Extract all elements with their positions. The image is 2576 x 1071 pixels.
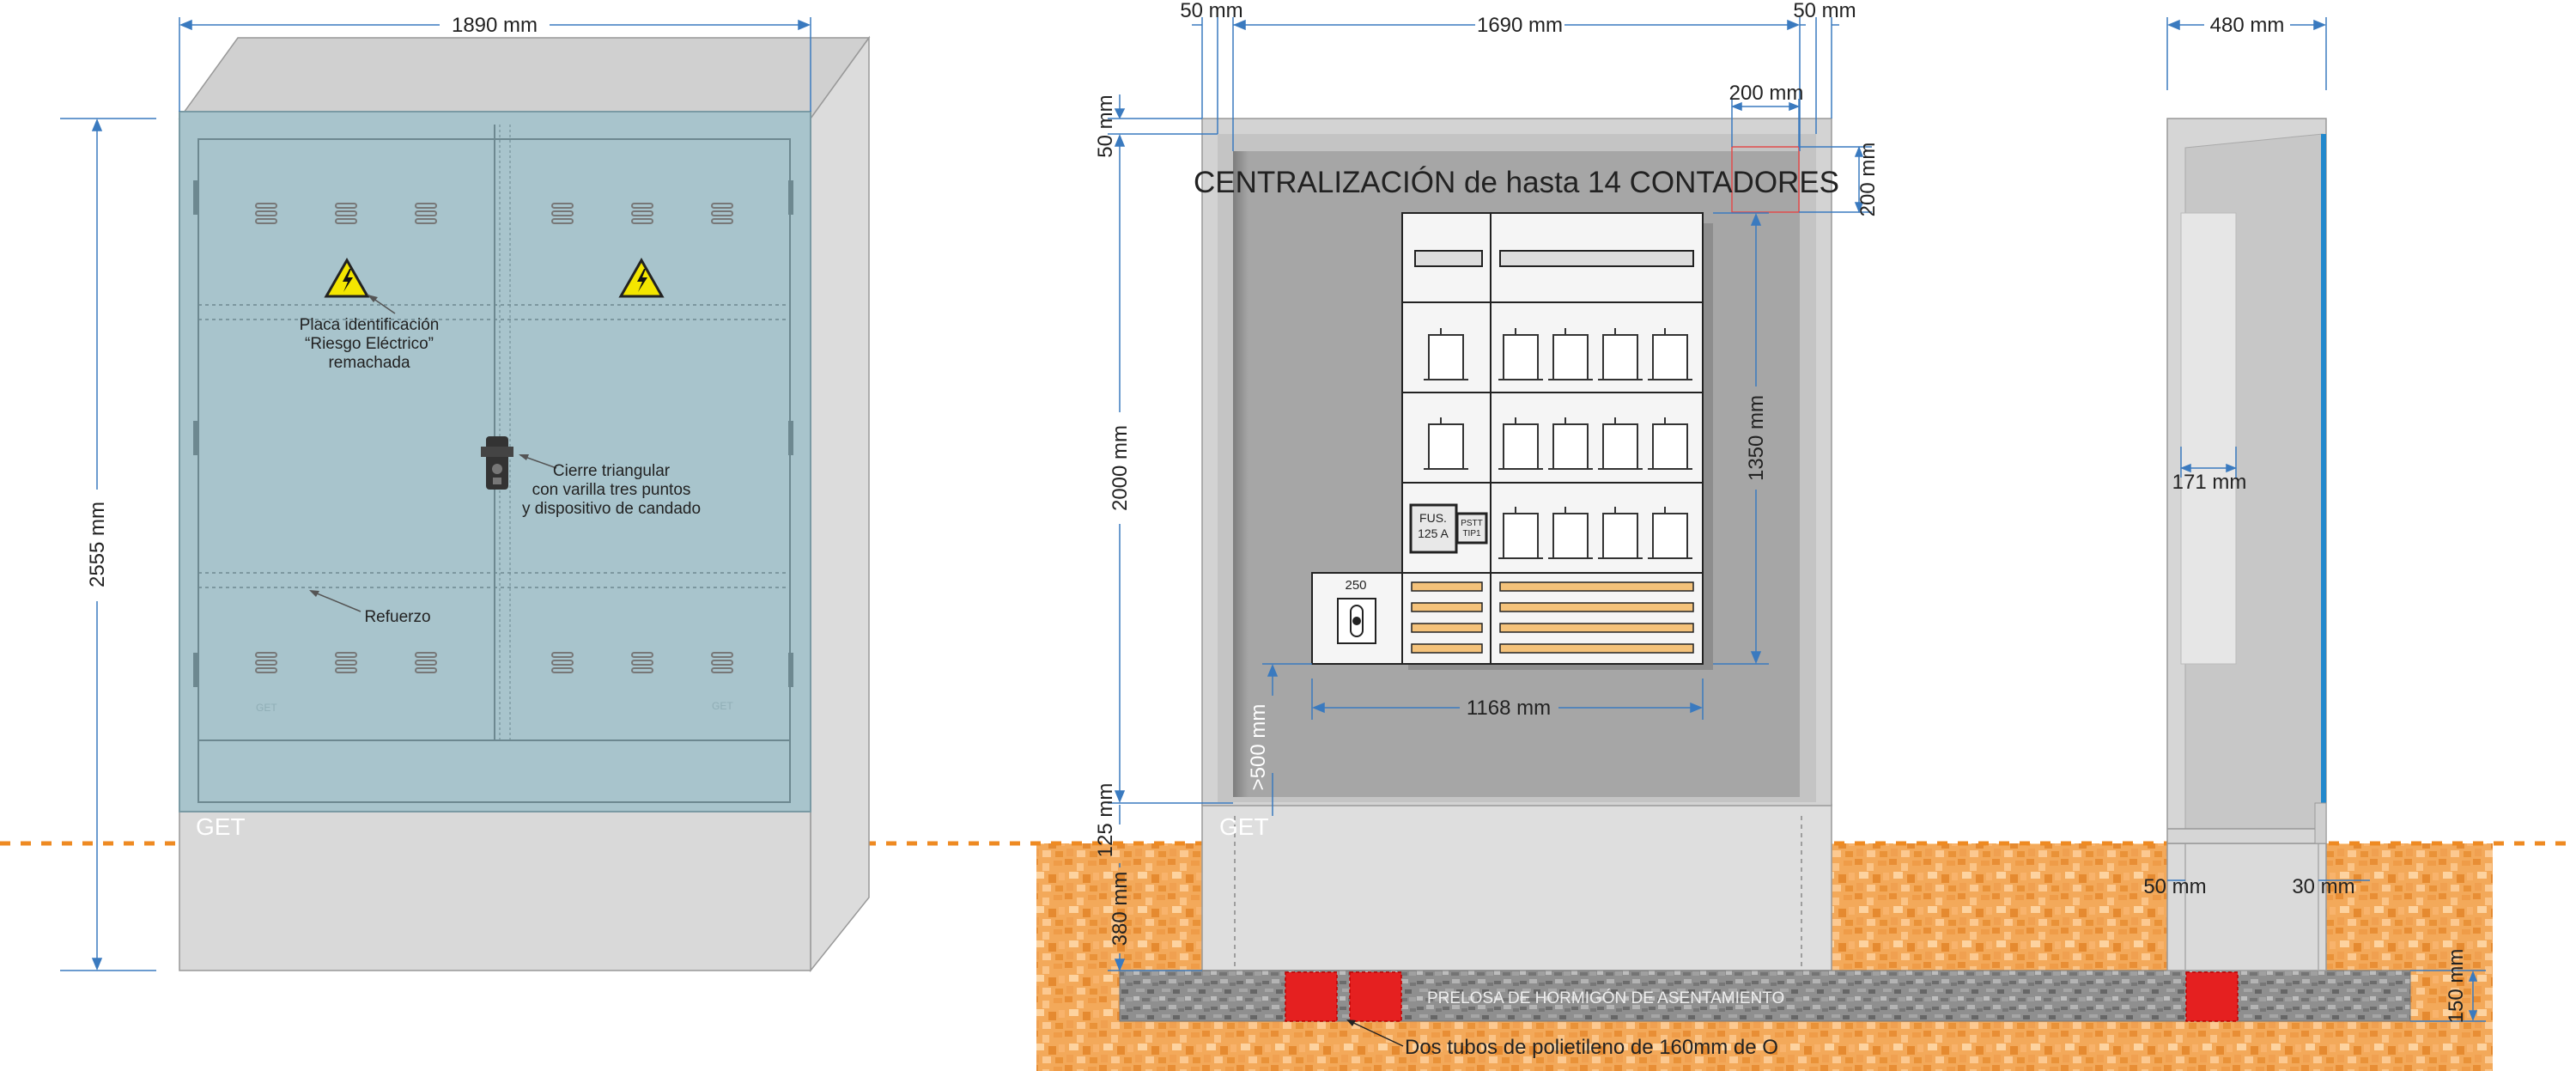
dim-left-margin: 50 mm: [1180, 0, 1242, 22]
dim-min-height: >500 mm: [1247, 704, 1270, 791]
door-mark-right: GET: [712, 700, 733, 712]
corner-reserve-box: [1731, 146, 1800, 213]
tubes-label: Dos tubos de polietileno de 160mm de O: [1405, 1036, 1778, 1059]
slab-label: PRELOSA DE HORMIGÓN DE ASENTAMIENTO: [1427, 989, 1784, 1007]
fuse-box: [1409, 503, 1458, 554]
cabinet-side: [810, 35, 870, 973]
interior-base: [1201, 804, 1832, 971]
plate-label-line2: “Riesgo Eléctrico”: [305, 335, 434, 353]
interior-brand-logo: GET: [1219, 813, 1269, 840]
switch-rating: 250: [1345, 578, 1366, 593]
meter-board: FUS. 125 A PSTT TIP1 250: [1311, 212, 1713, 670]
fuse-label-1: FUS.: [1419, 511, 1447, 525]
triangular-lock-icon: [481, 436, 513, 490]
cabinet-top: [178, 37, 871, 119]
front-height-dim: 2555 mm: [86, 502, 109, 587]
plate-label-line1: Placa identificación: [300, 316, 440, 334]
interior-view: CENTRALIZACIÓN de hasta 14 CONTADORES: [1094, 0, 2411, 1059]
conduit-tube: [1349, 971, 1402, 1022]
dim-inner-width: 1690 mm: [1477, 14, 1563, 37]
reinforcement-label: Refuerzo: [364, 608, 430, 626]
front-width-dim: 1890 mm: [452, 14, 538, 37]
lock-label-line2: con varilla tres puntos: [532, 481, 691, 499]
switch-handle-icon: [1350, 605, 1364, 637]
dim-panel-height: 1350 mm: [1745, 395, 1768, 481]
pstt-label-2: TIP1: [1462, 529, 1481, 539]
lock-label-line1: Cierre triangular: [553, 462, 671, 480]
interior-title: CENTRALIZACIÓN de hasta 14 CONTADORES: [1194, 166, 1839, 199]
plate-label-line3: remachada: [328, 354, 410, 372]
conduit-tube: [2185, 971, 2239, 1022]
dim-corner-height: 200 mm: [1856, 143, 1880, 217]
dim-right-margin: 50 mm: [1793, 0, 1856, 22]
side-meter-panel: [2180, 212, 2237, 665]
front-view: Placa identificación “Riesgo Eléctrico” …: [60, 14, 871, 973]
side-base: [2166, 843, 2327, 971]
door-mark-left: GET: [256, 702, 277, 714]
dim-side-right: 30 mm: [2292, 875, 2354, 898]
dim-panel-width: 1168 mm: [1467, 697, 1551, 720]
dim-slab-thickness: 150 mm: [2445, 949, 2468, 1024]
pstt-box: [1455, 512, 1488, 545]
brand-logo: GET: [196, 813, 246, 840]
dim-interior-height: 2000 mm: [1109, 425, 1132, 511]
fuse-label-2: 125 A: [1418, 526, 1449, 540]
dim-side-left: 50 mm: [2143, 875, 2206, 898]
dim-side-depth: 480 mm: [2210, 14, 2285, 37]
lock-label-line3: y dispositivo de candado: [522, 500, 701, 518]
dim-top-margin: 50 mm: [1094, 94, 1117, 157]
side-view: 480 mm 171 mm 50 mm 30 mm 150 mm: [2143, 14, 2486, 1023]
dim-plinth: 125 mm: [1094, 783, 1117, 858]
cabinet-plinth: [179, 811, 811, 971]
dim-side-inner: 171 mm: [2172, 471, 2247, 494]
pstt-label-1: PSTT: [1461, 519, 1483, 528]
dim-corner-width: 200 mm: [1729, 82, 1804, 105]
conduit-tube: [1285, 971, 1338, 1022]
dim-buried: 380 mm: [1109, 872, 1132, 946]
busbar: [1411, 581, 1694, 654]
